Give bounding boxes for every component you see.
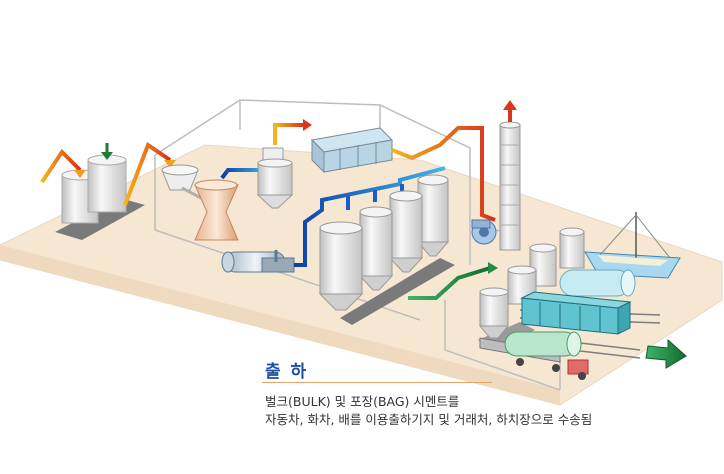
feed-arrow-crusher-icon — [164, 160, 176, 168]
exhaust-stack — [499, 121, 521, 251]
pipe-cyclone-collector — [273, 123, 305, 145]
feed-pipe-left — [40, 148, 82, 184]
right-arrow-collector-icon — [303, 119, 312, 131]
shipping-silos — [478, 227, 585, 339]
rail-wagon — [520, 291, 632, 335]
feed-pipe-crusher — [123, 141, 172, 206]
down-arrow-head-icon — [101, 152, 113, 160]
pipe-mill-silos — [294, 166, 446, 267]
caption-title: 출 하 — [265, 362, 309, 382]
bulk-tank — [559, 269, 636, 297]
dust-collector — [310, 127, 394, 174]
bulk-cement-truck — [479, 331, 589, 380]
right-arrow-green-icon — [488, 262, 498, 274]
pipe-collector-stack — [391, 126, 496, 222]
loading-ramp-center — [340, 258, 455, 325]
cement-mill — [221, 250, 295, 273]
cyclone-separator — [256, 147, 294, 209]
crusher — [161, 164, 239, 241]
cement-silos — [318, 174, 450, 311]
right-arrow-icon — [645, 338, 687, 369]
pipe-crusher-cyclone — [220, 168, 268, 180]
caption-divider — [262, 382, 492, 383]
exhaust-fan — [471, 219, 497, 245]
caption-line-2: 자동차, 화차, 배를 이용출하기지 및 거래처, 하치장으로 수송됨 — [265, 412, 593, 427]
up-arrow-head-icon — [503, 100, 517, 110]
green-path-silos-shipping — [408, 266, 491, 300]
floor-edge — [0, 245, 560, 405]
feed-arrow-left-icon — [74, 170, 86, 178]
caption-line-1: 벌크(BULK) 및 포장(BAG) 시멘트를 — [265, 394, 460, 409]
